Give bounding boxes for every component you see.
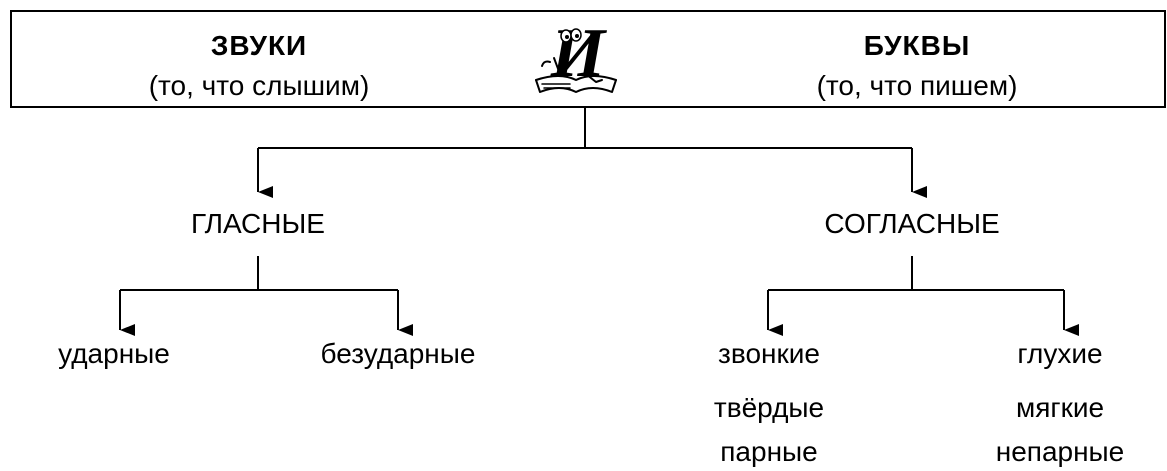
consonant-left-item-paired: парные <box>720 436 818 467</box>
stressed-vowels-label: ударные <box>58 338 170 369</box>
unstressed-vowels-label: безударные <box>320 338 476 369</box>
sounds-title: ЗВУКИ <box>210 30 308 61</box>
sounds-subtitle: (то, что слышим) <box>148 70 370 101</box>
letters-title: БУКВЫ <box>863 30 971 61</box>
consonant-right-item-soft: мягкие <box>1015 392 1105 423</box>
letter-mascot-icon: И <box>535 18 617 93</box>
vowels-label: ГЛАСНЫЕ <box>191 208 325 239</box>
consonant-left-item-voiced: звонкие <box>718 338 820 369</box>
consonant-right-item-unpaired: непарные <box>995 436 1125 467</box>
header-box <box>10 10 1166 108</box>
consonant-left-item-hard: твёрдые <box>713 392 825 423</box>
consonants-label: СОГЛАСНЫЕ <box>824 208 1000 239</box>
consonant-right-item-voiceless: глухие <box>1017 338 1103 369</box>
letters-subtitle: (то, что пишем) <box>816 70 1018 101</box>
